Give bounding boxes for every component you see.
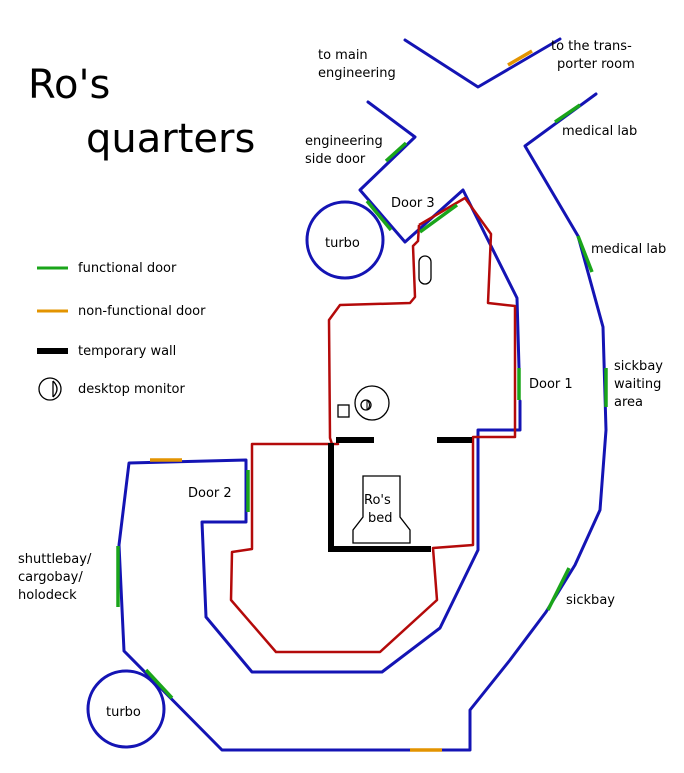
corridor-engineering-side: [358, 100, 521, 370]
label-medical-lab-1: medical lab: [562, 124, 637, 139]
furniture: [337, 255, 432, 544]
engineering-side-door: [384, 141, 408, 163]
label-sickbay-waiting-3: area: [614, 395, 643, 410]
label-shuttlebay-3: holodeck: [18, 588, 77, 603]
corridor-walls: [86, 37, 608, 752]
label-transporter-room-2: porter room: [557, 57, 635, 72]
label-bed-1: Ro's: [364, 493, 391, 508]
corridor-outer-right: [117, 92, 608, 752]
temporary-wall-l: [328, 443, 431, 552]
legend-nonfunctional-door-label: non-functional door: [78, 304, 206, 319]
room-outline: [229, 196, 517, 654]
temporary-walls: [328, 437, 472, 552]
pod-object: [418, 255, 432, 285]
label-shuttlebay-1: shuttlebay/: [18, 552, 92, 567]
room-walls: [229, 196, 517, 654]
desktop-monitor-icon: [360, 399, 372, 411]
chair: [337, 404, 350, 418]
label-main-engineering-2: engineering: [318, 66, 396, 81]
legend-desktop-monitor-icon: [38, 377, 62, 401]
title-line1: Ro's: [28, 62, 110, 108]
legend-temporary-wall-label: temporary wall: [78, 344, 176, 359]
map-labels: to main engineering to the trans- porter…: [18, 39, 666, 720]
doors: [116, 49, 608, 752]
label-transporter-room-1: to the trans-: [551, 39, 632, 54]
round-table: [354, 385, 390, 421]
label-sickbay-waiting-2: waiting: [614, 377, 661, 392]
legend: functional door non-functional door temp…: [37, 261, 206, 401]
turbo-bottom-circle: [86, 669, 166, 749]
label-sickbay-waiting-1: sickbay: [614, 359, 663, 374]
turbo-top-circle: [305, 200, 385, 280]
label-engineering-side-door-2: side door: [305, 152, 366, 167]
label-door-3: Door 3: [391, 196, 435, 211]
door-3-room: [418, 203, 459, 234]
medical-lab-door-2: [576, 235, 594, 273]
title-line2: quarters: [86, 116, 255, 162]
label-bed-2: bed: [368, 511, 393, 526]
legend-functional-door-label: functional door: [78, 261, 177, 276]
label-sickbay: sickbay: [566, 593, 615, 608]
label-engineering-side-door-1: engineering: [305, 134, 383, 149]
bed: [352, 475, 411, 544]
turbo-bottom-door: [144, 668, 174, 700]
label-turbo-top: turbo: [325, 236, 360, 251]
label-shuttlebay-2: cargobay/: [18, 570, 83, 585]
label-door-1: Door 1: [529, 377, 573, 392]
label-turbo-bottom: turbo: [106, 705, 141, 720]
label-main-engineering-1: to main: [318, 48, 368, 63]
sickbay-door: [546, 567, 571, 611]
medical-lab-door-1: [554, 103, 581, 124]
label-door-2: Door 2: [188, 486, 232, 501]
corridor-transporter: [403, 37, 562, 89]
legend-desktop-monitor-label: desktop monitor: [78, 382, 186, 397]
door-3-corridor: [365, 199, 393, 232]
transporter-room-door: [507, 49, 533, 67]
label-medical-lab-2: medical lab: [591, 242, 666, 257]
